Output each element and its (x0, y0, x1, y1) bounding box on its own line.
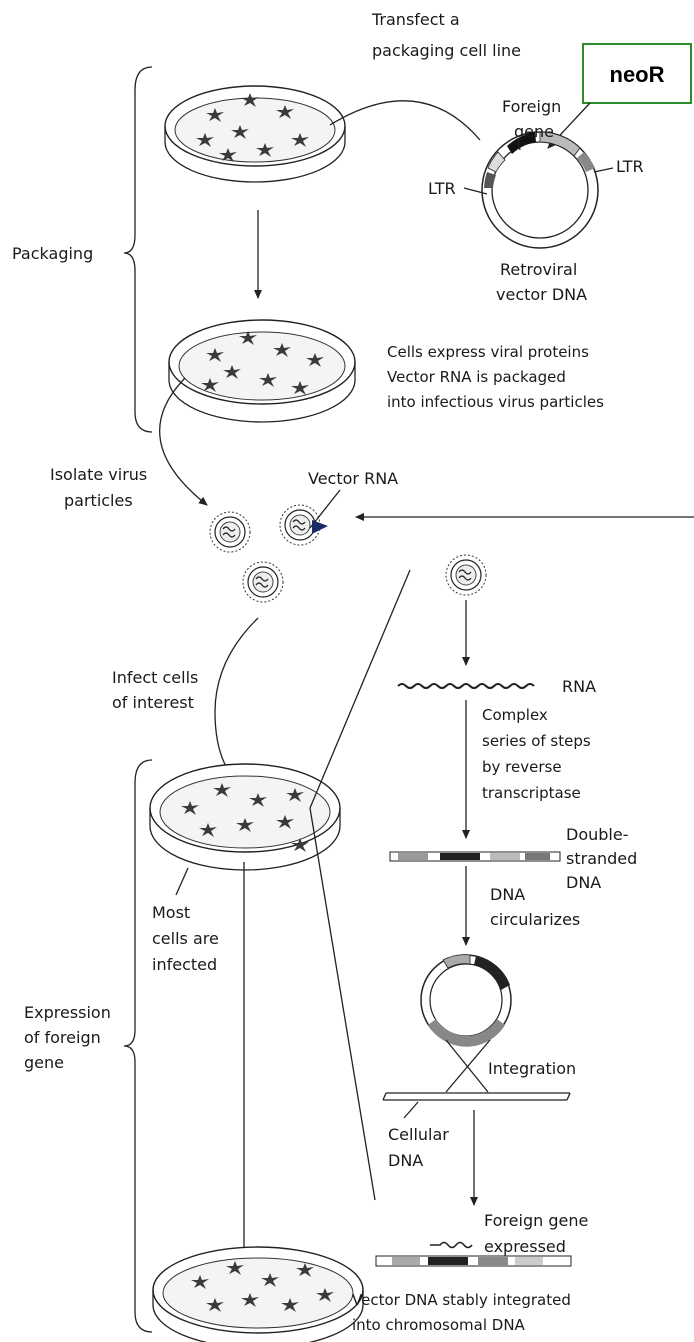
ltr-right-label: LTR (616, 157, 644, 176)
dna-circularizes-label-2: circularizes (490, 910, 580, 929)
rna-label: RNA (562, 677, 596, 696)
cellular-dna-label-1: Cellular (388, 1125, 449, 1144)
transfect-label-1: Transfect a (371, 10, 460, 29)
isolate-arrow (160, 378, 207, 505)
complex-label-1: Complex (482, 706, 548, 724)
cellular-dna (383, 1093, 570, 1100)
double-stranded-label-2: stranded (566, 849, 637, 868)
transfect-label-2: packaging cell line (372, 41, 521, 60)
retroviral-vector-label-1: Retroviral (500, 260, 577, 279)
complex-label-3: by reverse (482, 758, 562, 776)
integration-cross (446, 1040, 490, 1092)
foreign-gene-expressed-label-2: expressed (484, 1237, 566, 1256)
isolate-label-2: particles (64, 491, 133, 510)
complex-label-2: series of steps (482, 732, 591, 750)
retroviral-vector-plasmid (482, 132, 598, 248)
expressed-rna-wave (430, 1243, 472, 1248)
virus-particle-3 (243, 562, 283, 602)
rna-strand (398, 684, 534, 688)
infect-label-2: of interest (112, 693, 194, 712)
expression-bracket (124, 760, 152, 1332)
most-cells-label-3: infected (152, 955, 217, 974)
foreign-gene-expressed-label-1: Foreign gene (484, 1211, 588, 1230)
infect-label-1: Infect cells (112, 668, 198, 687)
complex-label-4: transcriptase (482, 784, 581, 802)
dish-expressing-cells (153, 1247, 363, 1342)
cells-express-label-3: into infectious virus particles (387, 393, 604, 411)
double-stranded-dna (390, 852, 560, 861)
cells-express-label-1: Cells express viral proteins (387, 343, 589, 361)
retroviral-vector-label-2: vector DNA (496, 285, 587, 304)
expression-label-3: gene (24, 1053, 64, 1072)
double-stranded-label-1: Double- (566, 825, 628, 844)
most-cells-label-1: Most (152, 903, 190, 922)
dish-packaging-cells (169, 320, 355, 422)
transfect-arrow (330, 101, 480, 140)
foreign-gene-label-1: Foreign (502, 97, 561, 116)
infect-arrow (215, 618, 258, 783)
integration-label: Integration (488, 1059, 576, 1078)
cells-express-label-2: Vector RNA is packaged (387, 368, 566, 386)
integrated-dna (376, 1256, 571, 1266)
cellular-dna-label-2: DNA (388, 1151, 423, 1170)
double-stranded-label-3: DNA (566, 873, 601, 892)
virus-particle-4 (446, 555, 486, 595)
isolate-label-1: Isolate virus (50, 465, 147, 484)
vector-rna-label: Vector RNA (308, 469, 398, 488)
ltr-left-label: LTR (428, 179, 456, 198)
vector-stably-label-1: Vector DNA stably integrated (352, 1291, 571, 1309)
virus-particle-1 (210, 512, 250, 552)
most-cells-label-2: cells are (152, 929, 219, 948)
packaging-bracket (124, 67, 152, 432)
dna-circularizes-label-1: DNA (490, 885, 525, 904)
packaging-label: Packaging (12, 244, 93, 263)
foreign-gene-label-2: gene (514, 122, 554, 141)
expression-label-2: of foreign (24, 1028, 101, 1047)
circular-dna (421, 955, 511, 1047)
expression-label-1: Expression (24, 1003, 111, 1022)
vector-stably-label-2: into chromosomal DNA (352, 1316, 526, 1334)
neor-label: neoR (610, 62, 665, 87)
dish-transfected (165, 86, 345, 182)
